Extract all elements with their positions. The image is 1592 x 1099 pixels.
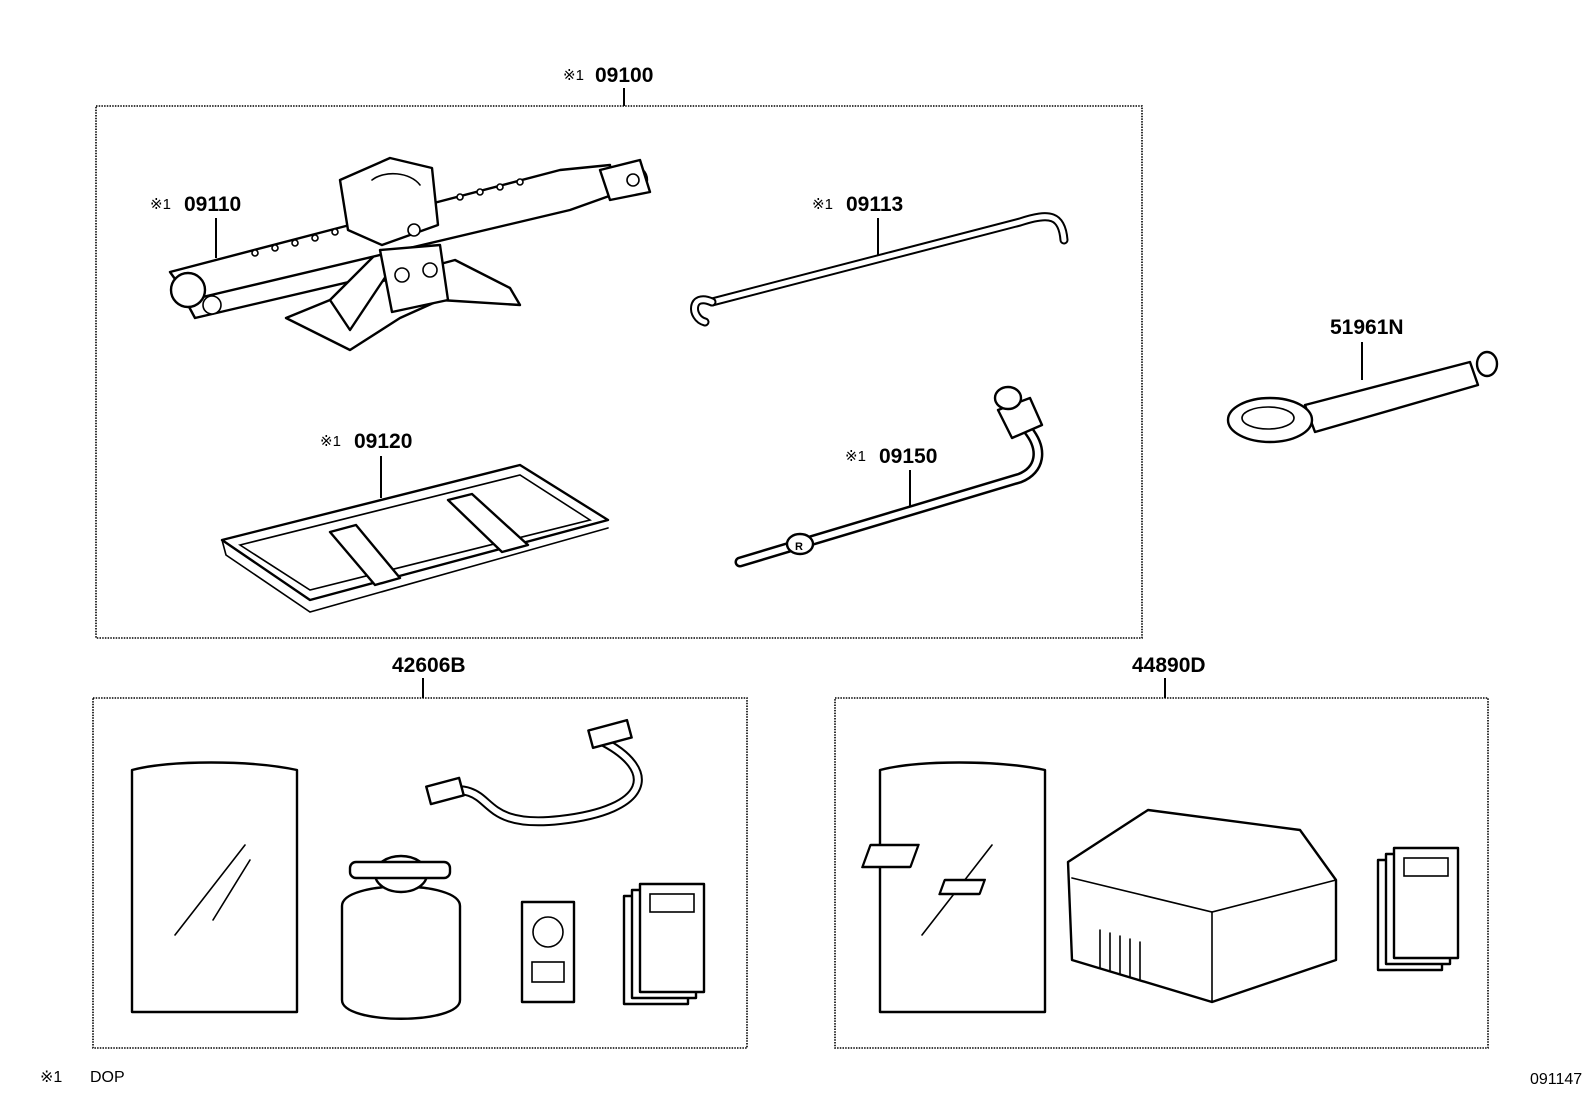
- air-compressor-illustration: [861, 808, 1338, 1004]
- repair-kit-bag-illustration: [130, 761, 299, 1014]
- svg-text:09150: 09150: [879, 445, 937, 468]
- label-group-44890D[interactable]: 44890D: [1132, 654, 1206, 677]
- towing-eye-illustration: [1226, 350, 1499, 444]
- svg-text:09110: 09110: [184, 193, 241, 216]
- group-box-42606B: [92, 697, 748, 1049]
- label-part-09120[interactable]: ※1 09120: [320, 430, 412, 453]
- scissor-jack-illustration: [168, 156, 652, 352]
- instruction-manual-illustration-2: [1376, 846, 1460, 972]
- svg-text:09113: 09113: [846, 193, 903, 216]
- label-group-09100[interactable]: ※1 09100: [563, 64, 653, 87]
- group-box-09100: [95, 105, 1143, 639]
- svg-text:09100: 09100: [595, 64, 653, 87]
- svg-text:※1: ※1: [845, 448, 866, 465]
- label-part-51961N[interactable]: 51961N: [1330, 316, 1404, 339]
- label-part-09150[interactable]: ※1 09150: [845, 445, 937, 468]
- svg-text:※1: ※1: [150, 196, 171, 213]
- air-hose-illustration: [425, 718, 643, 827]
- sealant-bottle-illustration: [340, 854, 462, 1020]
- footnote: ※1 DOP: [40, 1069, 125, 1086]
- svg-text:09120: 09120: [354, 430, 412, 453]
- group-box-44890D: [834, 697, 1489, 1049]
- speed-sticker-illustration: [520, 900, 576, 1004]
- instruction-manual-illustration-1: [622, 882, 706, 1006]
- lug-wrench-illustration: R: [734, 385, 1044, 568]
- svg-text:※1: ※1: [320, 433, 341, 450]
- jack-handle-illustration: [690, 212, 1069, 327]
- svg-text:※1: ※1: [563, 67, 584, 84]
- tool-bag-illustration: [220, 463, 610, 613]
- label-group-42606B[interactable]: 42606B: [392, 654, 466, 677]
- label-part-09113[interactable]: ※1 09113: [812, 193, 903, 216]
- svg-text:R: R: [795, 541, 803, 553]
- svg-text:※1: ※1: [812, 196, 833, 213]
- label-part-09110[interactable]: ※1 09110: [150, 193, 241, 216]
- svg-text:DOP: DOP: [90, 1069, 125, 1086]
- svg-text:※1: ※1: [40, 1069, 62, 1086]
- figure-id: 091147: [1530, 1071, 1582, 1088]
